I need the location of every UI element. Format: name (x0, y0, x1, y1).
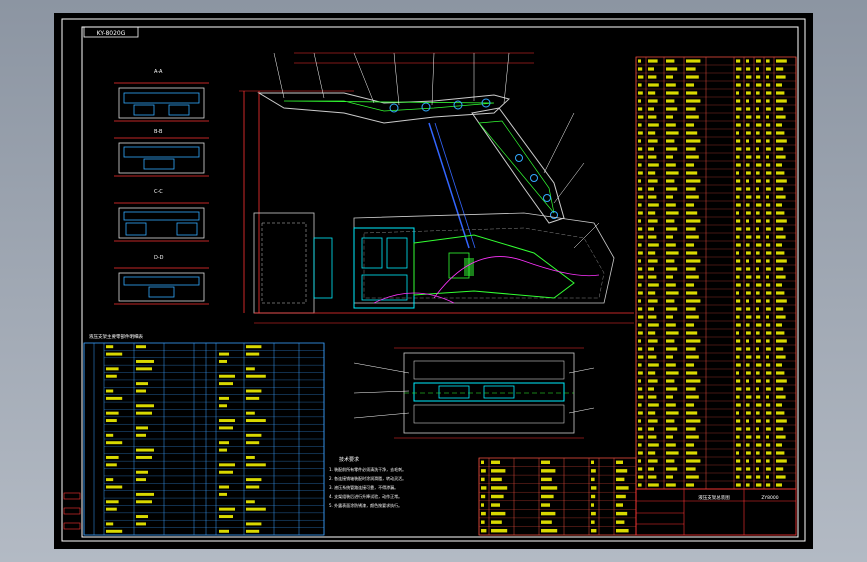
notes-heading: 技术要求 (339, 456, 359, 463)
stamp-text: KY-8020G (97, 30, 126, 37)
note-line-2: 2. 各连接销轴装配时涂润滑脂，转动灵活。 (329, 475, 406, 481)
parts-list-table: 液压支架主要零部件明细表 (83, 333, 325, 536)
technical-notes: 技术要求 1. 装配前所有零件必须清洗干净，去毛刺。 2. 各连接销轴装配时涂润… (329, 456, 406, 508)
note-line-3: 3. 液压系统管路连接可靠，不得渗漏。 (329, 484, 398, 490)
title-block: 液压支架总装图 ZY8000 (635, 488, 797, 536)
stamp-box: KY-8020G (83, 26, 139, 38)
section-label-c: C-C (154, 189, 163, 195)
note-line-4: 4. 支架组装后进行升降试验，动作正常。 (329, 493, 402, 499)
note-line-1: 1. 装配前所有零件必须清洗干净，去毛刺。 (329, 466, 406, 472)
drawing-name: 液压支架总装图 (698, 494, 730, 501)
section-label-d: D-D (154, 255, 164, 261)
bom-table (635, 56, 797, 490)
parts-list-grid (83, 342, 325, 536)
section-views: A-A B-B C-C D-D (114, 69, 209, 305)
parts-list-caption: 液压支架主要零部件明细表 (89, 333, 143, 340)
inner-frame (81, 26, 799, 538)
note-line-5: 5. 外露表面涂防锈漆，颜色按要求执行。 (329, 502, 402, 508)
section-label-b: B-B (154, 129, 163, 135)
plan-view (353, 347, 595, 439)
left-margin-marks (63, 492, 81, 530)
bottom-red-table (478, 457, 637, 536)
drawing-number: ZY8000 (761, 495, 778, 501)
cad-drawing: KY-8020G A-A B-B C-C (61, 18, 806, 542)
cad-viewport[interactable]: KY-8020G A-A B-B C-C (54, 13, 813, 549)
main-assembly-view (239, 52, 634, 324)
outer-frame (61, 18, 806, 542)
section-label-a: A-A (154, 69, 163, 75)
